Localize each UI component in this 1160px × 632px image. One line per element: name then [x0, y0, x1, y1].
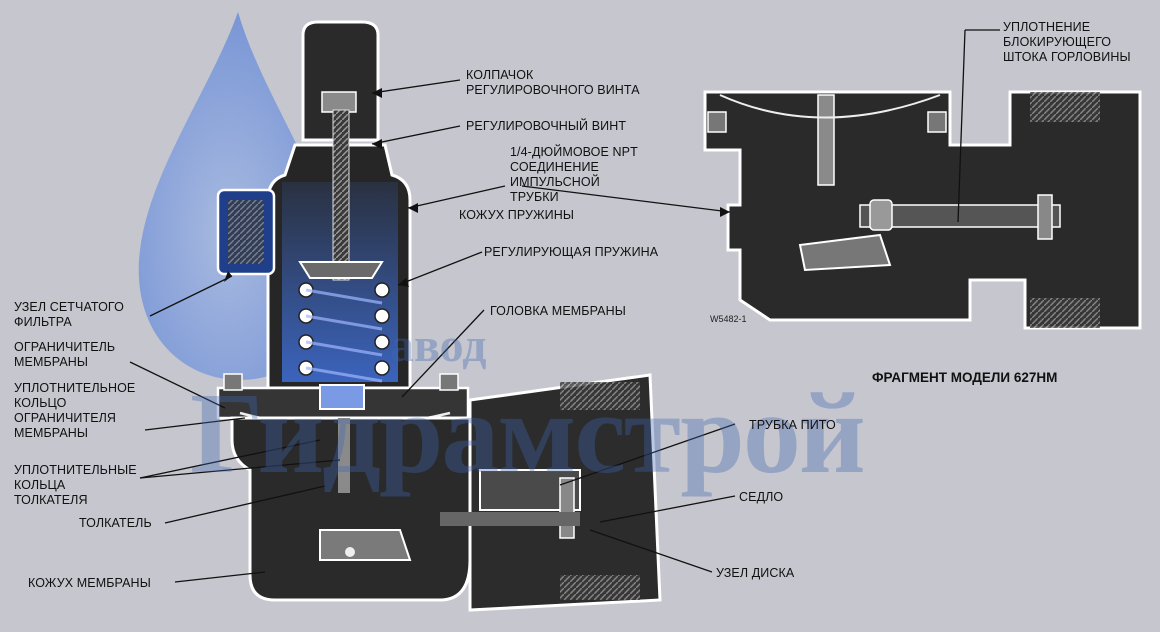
outlet-body: [440, 373, 662, 612]
diaphragm-case: [230, 416, 472, 602]
label-diaphragm-case: КОЖУХ МЕМБРАНЫ: [28, 576, 151, 590]
fragment-body: [703, 90, 1142, 330]
label-adjusting-screw: РЕГУЛИРОВОЧНЫЙ ВИНТ: [466, 119, 627, 133]
label-pitot-tube: ТРУБКА ПИТО: [749, 418, 836, 432]
drawing-code: W5482-1: [710, 314, 747, 324]
screen-assembly: [216, 188, 276, 276]
label-pusher: ТОЛКАТЕЛЬ: [79, 516, 152, 530]
adjusting-screw: [332, 109, 350, 281]
label-seat: СЕДЛО: [739, 490, 784, 504]
watermark-text-small: авод: [390, 319, 487, 372]
control-spring: [298, 282, 390, 383]
spring-plate: [298, 261, 384, 279]
figure-title: ФРАГМЕНТ МОДЕЛИ 627HM: [872, 370, 1058, 385]
label-spring-case: КОЖУХ ПРУЖИНЫ: [459, 208, 575, 222]
watermark-text-large: Гидрамстрой: [190, 370, 866, 498]
label-diaphragm-head: ГОЛОВКА МЕМБРАНЫ: [490, 304, 626, 318]
label-disk-assembly: УЗЕЛ ДИСКА: [716, 566, 795, 580]
cap: [301, 20, 380, 142]
label-control-spring: РЕГУЛИРУЮЩАЯ ПРУЖИНА: [484, 245, 659, 259]
